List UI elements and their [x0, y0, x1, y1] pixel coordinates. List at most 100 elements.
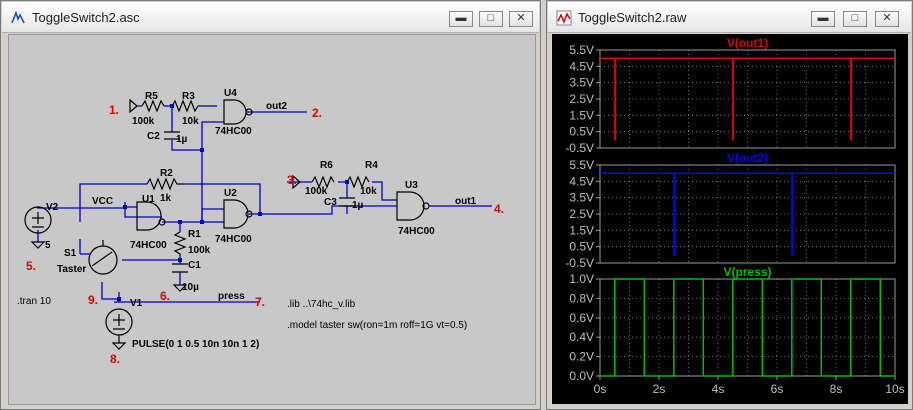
y-tick-label: 5.5V — [569, 158, 594, 172]
label-u3: U3 — [405, 180, 418, 191]
y-tick-label: 0.6V — [569, 311, 594, 325]
schematic-drawing[interactable]: R5 100k R3 10k C2 1µ U4 74HC00 R2 1k R6 … — [9, 35, 535, 404]
marker-9: 9. — [88, 293, 98, 307]
trace-line — [600, 172, 895, 256]
label-v2-value: 5 — [45, 240, 51, 251]
label-r3-value: 10k — [182, 116, 199, 127]
marker-4: 4. — [494, 202, 504, 216]
minimize-button[interactable]: ▬ — [811, 11, 835, 27]
y-tick-label: 0.5V — [569, 125, 594, 139]
y-tick-label: 3.5V — [569, 191, 594, 205]
label-v2: V2 — [46, 202, 59, 213]
y-tick-label: 0.4V — [569, 330, 594, 344]
resistor-r1 — [173, 231, 187, 256]
directive-model: .model taster sw(ron=1m roff=1G vt=0.5) — [287, 320, 467, 331]
net-label-out2: out2 — [266, 101, 288, 112]
net-label-out1: out1 — [455, 196, 477, 207]
capacitor-c1 — [172, 263, 188, 273]
schematic-window: ToggleSwitch2.asc ▬ □ ✕ — [0, 0, 541, 410]
label-c1: C1 — [188, 260, 201, 271]
y-tick-label: 0.2V — [569, 350, 594, 364]
maximize-button[interactable]: □ — [479, 11, 503, 27]
schematic-titlebar[interactable]: ToggleSwitch2.asc ▬ □ ✕ — [2, 2, 539, 33]
source-v2-sign — [32, 212, 44, 228]
y-tick-label: 1.0V — [569, 272, 594, 286]
ground-r6 — [292, 174, 301, 190]
gate-u4 — [223, 99, 247, 125]
label-s1: S1 — [64, 248, 77, 259]
waveform-plots[interactable]: V(out1)5.5V4.5V3.5V2.5V1.5V0.5V-0.5VV(ou… — [552, 34, 908, 404]
marker-7: 7. — [255, 295, 265, 309]
y-tick-label: 5.5V — [569, 43, 594, 57]
y-tick-label: 0.8V — [569, 291, 594, 305]
net-label-press: press — [218, 291, 245, 302]
schematic-window-title: ToggleSwitch2.asc — [32, 10, 140, 25]
waveform-titlebar[interactable]: ToggleSwitch2.raw ▬ □ ✕ — [548, 2, 911, 33]
y-tick-label: 4.5V — [569, 174, 594, 188]
trace-line — [600, 57, 895, 141]
gate-u1 — [136, 201, 162, 231]
label-u3-type: 74HC00 — [398, 226, 435, 237]
marker-2: 2. — [312, 106, 322, 120]
x-tick-label: 8s — [830, 382, 843, 396]
schematic-app-icon — [11, 10, 25, 24]
close-button[interactable]: ✕ — [509, 11, 533, 27]
label-u4: U4 — [224, 88, 237, 99]
minimize-button[interactable]: ▬ — [449, 11, 473, 27]
label-c1-value: 10µ — [182, 282, 199, 293]
maximize-button[interactable]: □ — [843, 11, 867, 27]
switch-s1 — [88, 245, 118, 275]
marker-1: 1. — [109, 103, 119, 117]
ground-v1 — [111, 342, 127, 350]
ground-r5 — [129, 98, 138, 114]
label-v1: V1 — [130, 298, 143, 309]
x-tick-label: 0s — [594, 382, 607, 396]
directive-tran: .tran 10 — [17, 296, 51, 307]
plot-title: V(out2) — [727, 151, 768, 165]
trace-line — [600, 278, 895, 377]
schematic-canvas[interactable]: R5 100k R3 10k C2 1µ U4 74HC00 R2 1k R6 … — [8, 34, 536, 405]
label-v1-value: PULSE(0 1 0.5 10n 10n 1 2) — [132, 339, 259, 350]
close-button[interactable]: ✕ — [875, 11, 899, 27]
label-u1-type: 74HC00 — [130, 240, 167, 251]
label-r1-value: 100k — [188, 245, 211, 256]
plot-title: V(press) — [723, 265, 771, 279]
label-u1: U1 — [142, 194, 155, 205]
label-r4-value: 10k — [360, 186, 377, 197]
label-r3: R3 — [182, 91, 195, 102]
marker-8: 8. — [110, 352, 120, 366]
gate-u1-bubble — [158, 218, 166, 226]
gate-u2 — [223, 199, 249, 229]
y-tick-label: 1.5V — [569, 108, 594, 122]
source-v2 — [24, 206, 52, 234]
label-vcc: VCC — [92, 196, 113, 207]
ground-c1 — [172, 284, 188, 292]
waveform-window-title: ToggleSwitch2.raw — [578, 10, 687, 25]
junctions — [117, 104, 349, 301]
y-tick-label: 1.5V — [569, 223, 594, 237]
x-tick-label: 2s — [653, 382, 666, 396]
y-tick-label: 2.5V — [569, 207, 594, 221]
y-tick-label: 2.5V — [569, 92, 594, 106]
y-tick-label: 4.5V — [569, 59, 594, 73]
ground-v2 — [30, 241, 46, 249]
label-c3: C3 — [324, 197, 337, 208]
label-r4: R4 — [365, 160, 378, 171]
marker-3: 3. — [287, 173, 297, 187]
marker-5: 5. — [26, 259, 36, 273]
x-tick-label: 10s — [885, 382, 904, 396]
resistor-r5 — [141, 99, 165, 113]
resistor-r6 — [311, 175, 335, 189]
label-r6: R6 — [320, 160, 333, 171]
directive-lib: .lib ..\74hc_v.lib — [287, 299, 356, 310]
label-c2: C2 — [147, 131, 160, 142]
gate-u3 — [396, 191, 425, 221]
label-r5-value: 100k — [132, 116, 155, 127]
capacitor-c2 — [164, 131, 180, 140]
label-c3-value: 1µ — [352, 200, 364, 211]
step-markers: 1. 2. 3. 4. 5. 6. 7. 8. 9. — [26, 103, 504, 366]
label-s1-model: Taster — [57, 264, 86, 275]
switch-s1-lever — [91, 240, 113, 267]
